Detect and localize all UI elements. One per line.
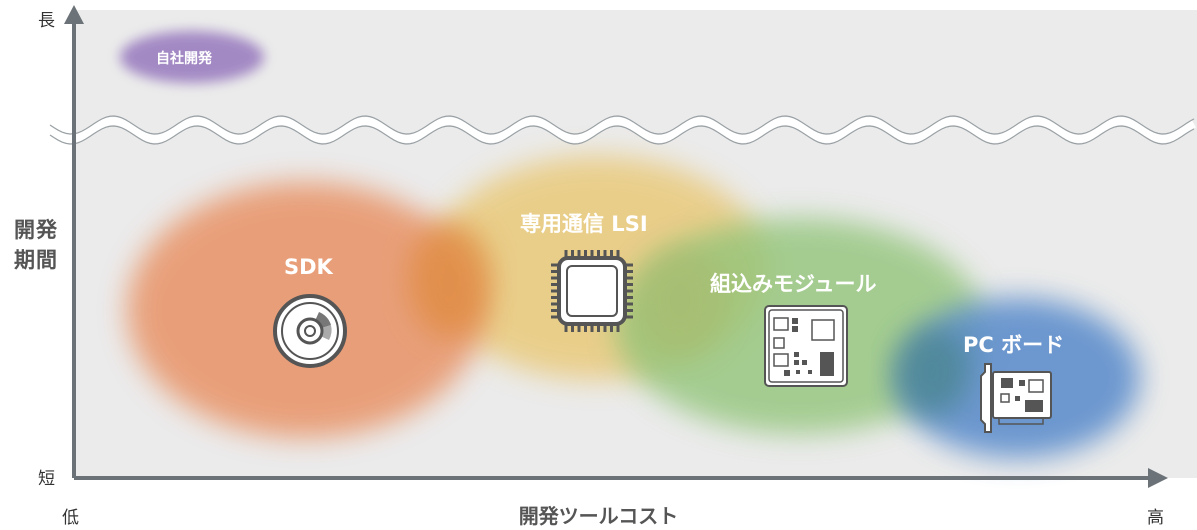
y-axis-bottom-label: 短 — [38, 469, 55, 489]
category-label-module: 組込みモジュール — [710, 272, 877, 296]
blob-module-overlap — [635, 245, 725, 355]
module-board-icon — [764, 305, 848, 387]
blob-sdk-overlap — [408, 222, 492, 338]
x-axis-right-label: 高 — [1147, 508, 1164, 528]
x-axis-left-label: 低 — [62, 508, 79, 528]
chip-icon — [551, 250, 633, 332]
category-label-self-dev: 自社開発 — [156, 51, 212, 67]
category-label-lsi: 専用通信 LSI — [520, 212, 648, 236]
x-axis-arrow — [1148, 468, 1168, 488]
category-label-pc-board: PC ボード — [963, 333, 1065, 357]
y-axis-title: 開発 期間 — [14, 218, 58, 272]
axis-break-wave-outline-top — [49, 115, 1195, 135]
blob-pc-overlap — [894, 327, 970, 417]
x-axis-title: 開発ツールコスト — [518, 504, 679, 528]
category-label-sdk: SDK — [284, 255, 333, 279]
blob-self-dev — [120, 31, 264, 83]
pc-card-icon — [980, 363, 1052, 433]
axis-break-wave-outline-bottom — [49, 125, 1195, 145]
disc-icon — [273, 294, 347, 368]
y-axis-top-label: 長 — [38, 11, 55, 31]
axis-break-wave — [47, 117, 1196, 143]
y-axis-arrow — [64, 5, 84, 24]
